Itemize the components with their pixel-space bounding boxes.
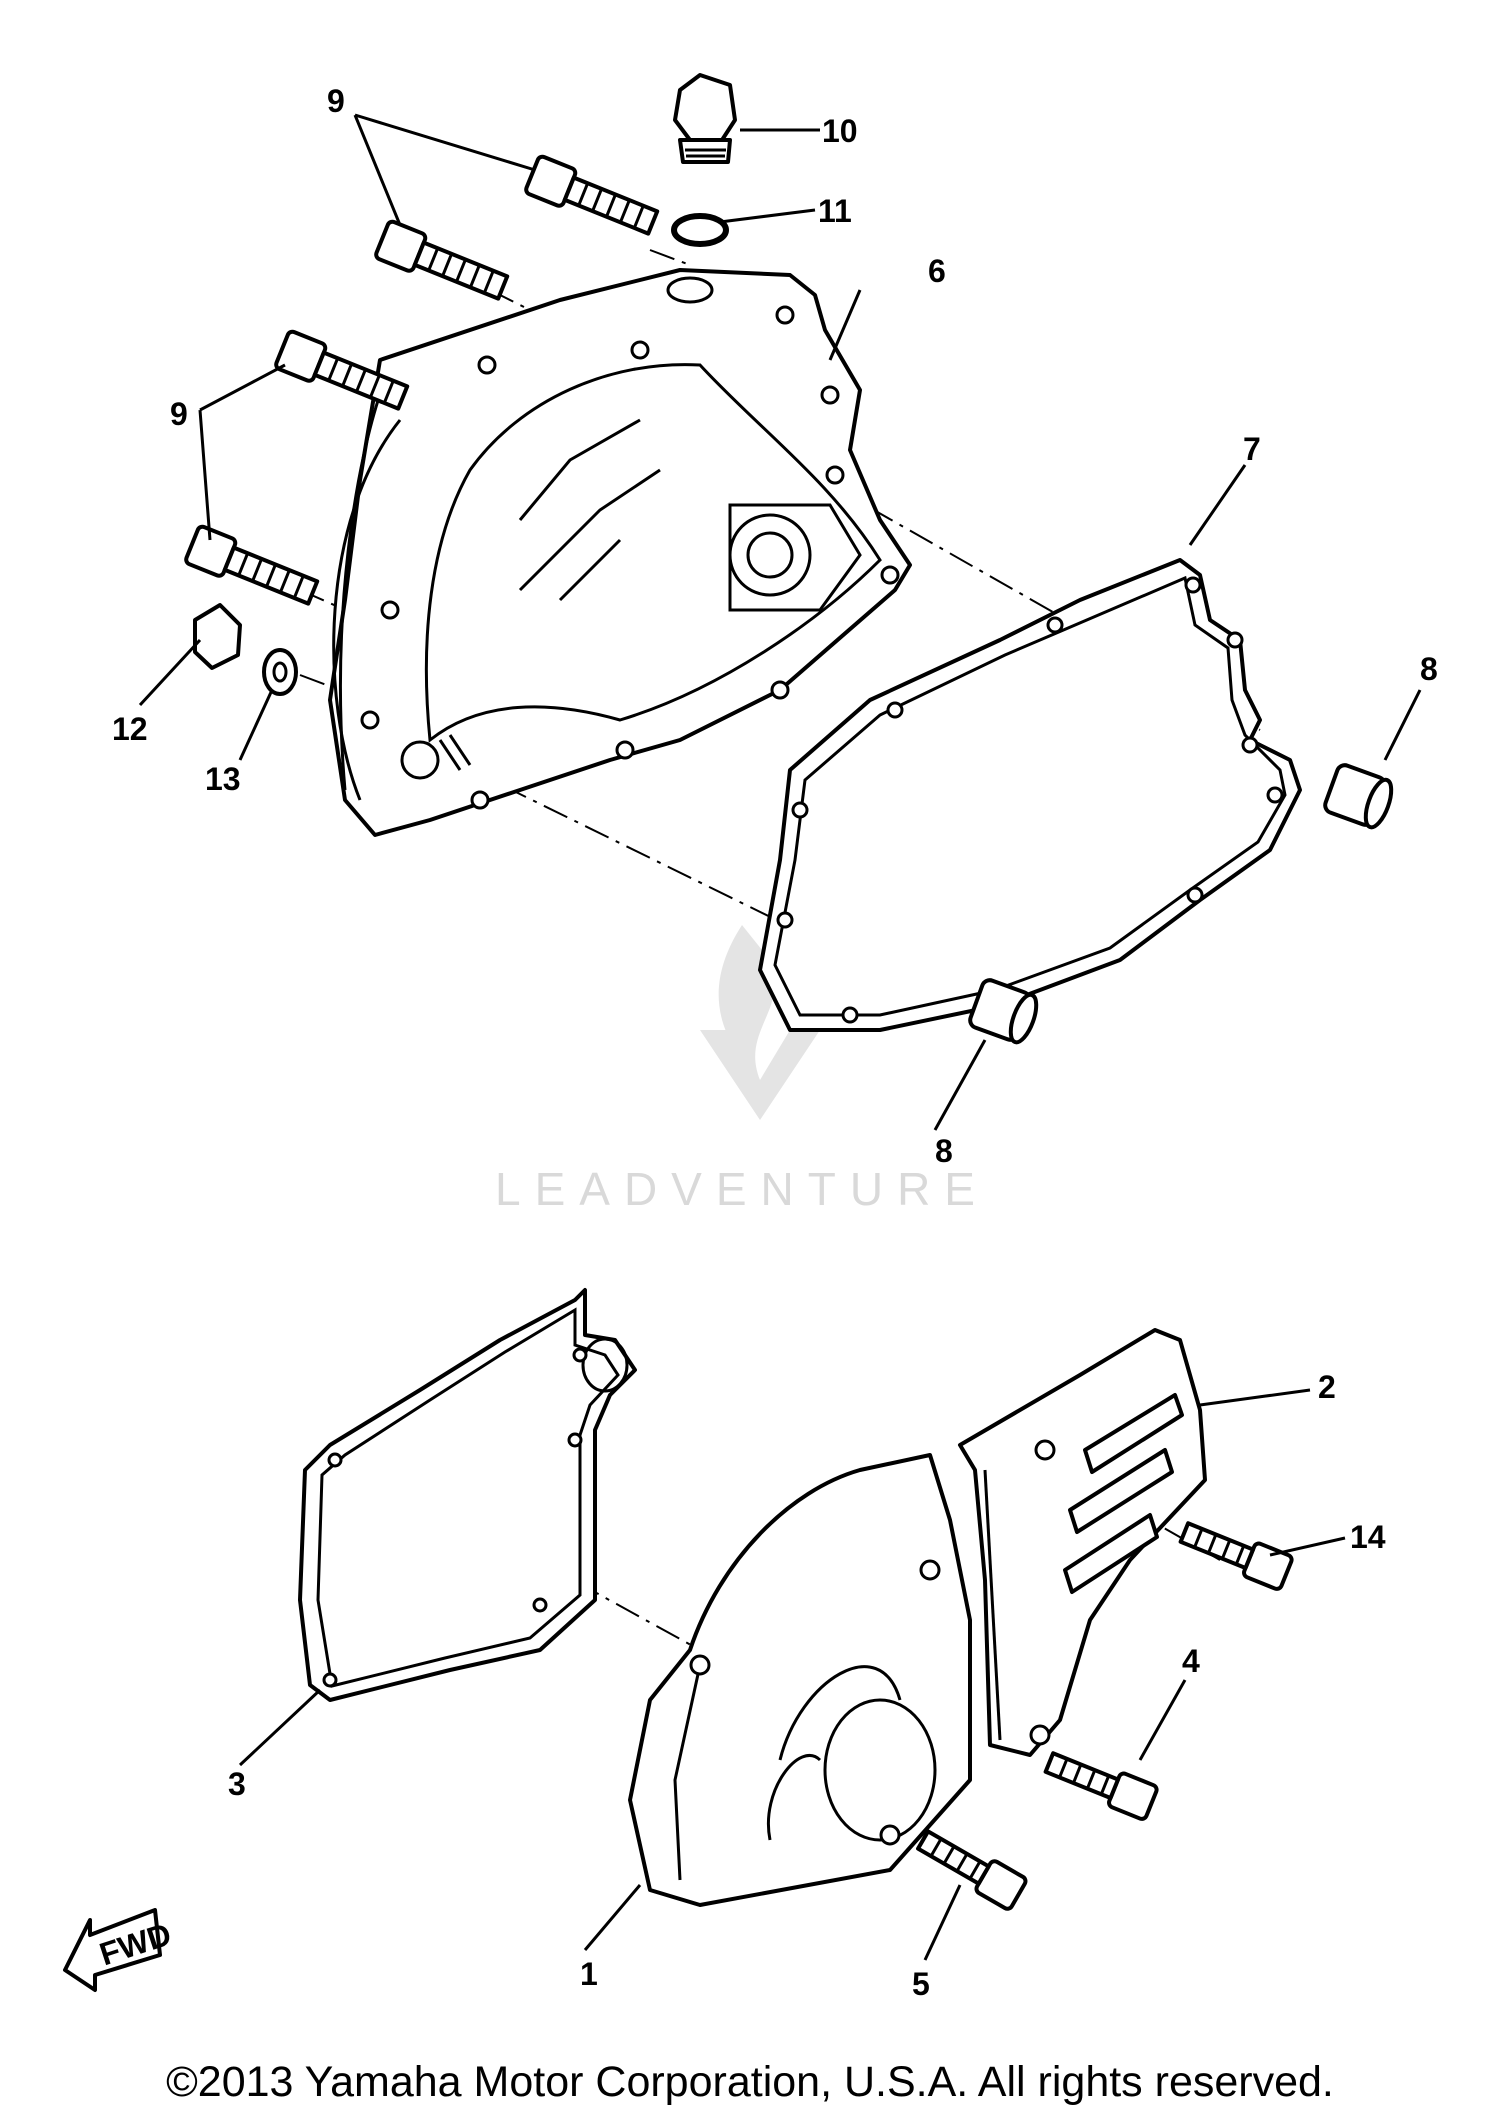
washer: [262, 648, 298, 696]
copyright-notice: ©2013 Yamaha Motor Corporation, U.S.A. A…: [166, 2058, 1334, 2106]
callout-labels: 9 10 11 6 7 9 12 13 8 8 2 14 4 5 1 3: [112, 83, 1438, 2002]
callout-10: 10: [822, 113, 858, 149]
watermark-text: LEADVENTURE: [495, 1163, 989, 1215]
callout-9-mid: 9: [170, 396, 188, 432]
lower-cover-gasket: [298, 1288, 637, 1702]
crankcase-cover: [328, 268, 912, 837]
callout-2: 2: [1318, 1369, 1336, 1405]
callout-3: 3: [228, 1766, 246, 1802]
oil-filler-cap: [673, 73, 737, 164]
callout-7: 7: [1243, 431, 1261, 467]
callout-6: 6: [928, 253, 946, 289]
outer-cover: [628, 1453, 972, 1907]
callout-4: 4: [1182, 1643, 1200, 1679]
callout-8-bottom: 8: [935, 1133, 953, 1169]
o-ring: [671, 213, 729, 247]
sprocket-cover-plate: [958, 1328, 1207, 1757]
lower-bolts: [916, 1521, 1294, 1911]
callout-5: 5: [912, 1966, 930, 2002]
callout-13: 13: [205, 761, 241, 797]
callout-1: 1: [580, 1956, 598, 1992]
callout-8-right: 8: [1420, 651, 1438, 687]
callout-9-top: 9: [327, 83, 345, 119]
callout-14: 14: [1350, 1519, 1386, 1555]
callout-11: 11: [818, 193, 852, 229]
callout-12: 12: [112, 711, 148, 747]
forward-direction-arrow: FWD: [63, 1908, 176, 1992]
drain-plug: [193, 603, 242, 670]
cover-gasket: [758, 558, 1302, 1032]
dowel-pins: [968, 763, 1394, 1045]
cover-bolts: [184, 154, 660, 606]
leader-lines: [138, 113, 1422, 1961]
